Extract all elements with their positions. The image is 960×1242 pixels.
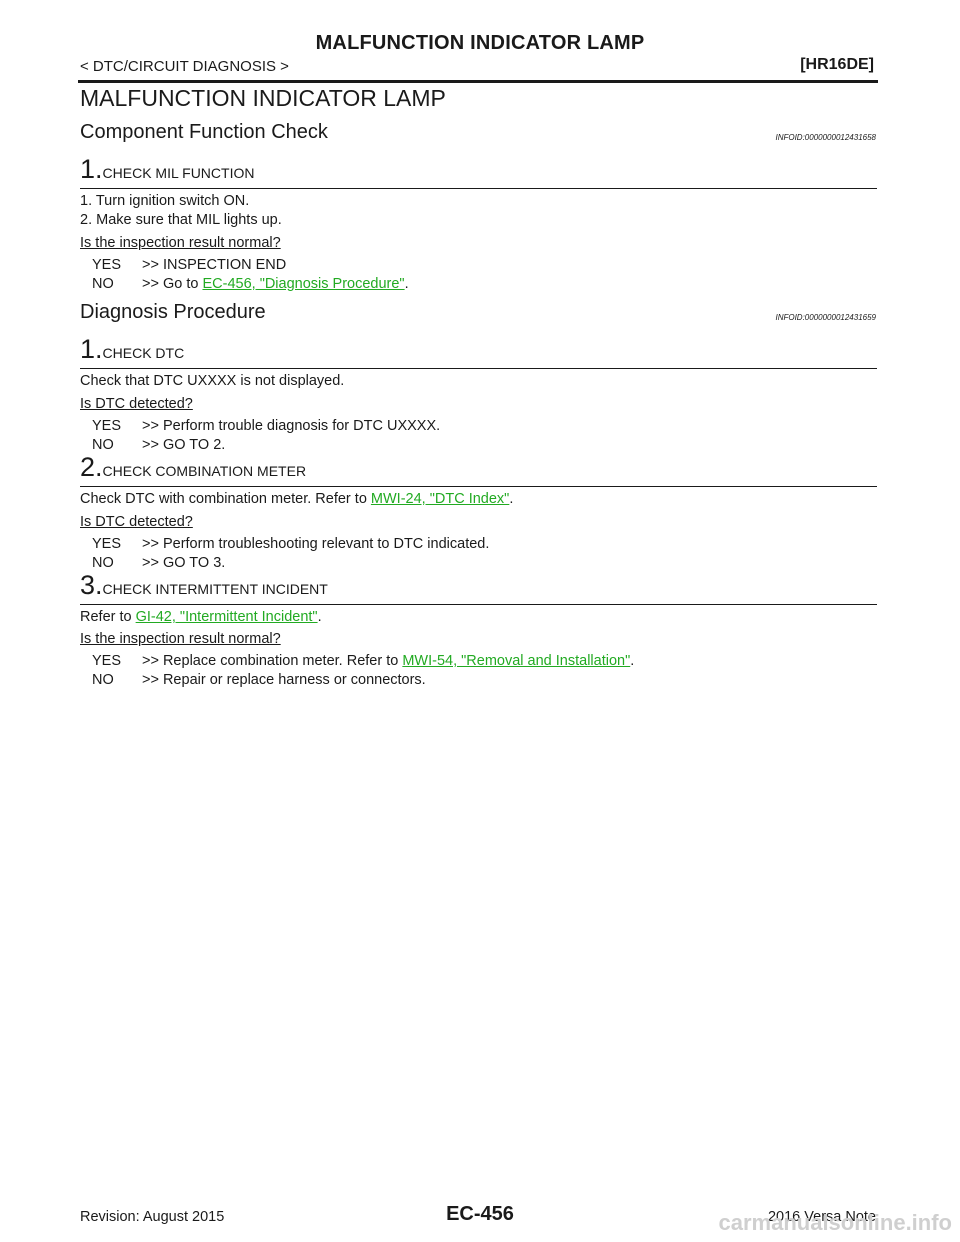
instruction-line: Check DTC with combination meter. Refer … bbox=[80, 491, 514, 507]
step-heading: 3.CHECK INTERMITTENT INCIDENT bbox=[80, 570, 328, 601]
engine-code: [HR16DE] bbox=[800, 56, 874, 73]
answer-text: >> Replace combination meter. Refer to bbox=[142, 653, 403, 669]
step-heading: 1.CHECK DTC bbox=[80, 334, 184, 365]
step-heading: 2.CHECK COMBINATION METER bbox=[80, 452, 306, 483]
answer-text: >> Perform trouble diagnosis for DTC UXX… bbox=[142, 418, 441, 434]
answer-label: NO bbox=[92, 555, 114, 571]
answer-text: >> GO TO 3. bbox=[142, 555, 226, 571]
step-heading: 1.CHECK MIL FUNCTION bbox=[80, 154, 254, 185]
answer-no: NO >> GO TO 2. bbox=[92, 437, 225, 453]
section-title-diagnosis-procedure: Diagnosis Procedure bbox=[80, 301, 266, 323]
step-number: 1. bbox=[80, 334, 103, 364]
answer-no: NO >> GO TO 3. bbox=[92, 555, 225, 571]
answer-text: >> Repair or replace harness or connecto… bbox=[142, 672, 426, 688]
answer-yes: YES >> Perform troubleshooting relevant t… bbox=[92, 536, 489, 552]
answer-text: >> Perform troubleshooting relevant to D… bbox=[142, 536, 490, 552]
infoid-label: INFOID:0000000012431659 bbox=[775, 313, 876, 322]
answer-label: YES bbox=[92, 536, 122, 552]
answer-yes: YES >> Replace combination meter. Refer t… bbox=[92, 653, 635, 669]
step-rule bbox=[80, 188, 877, 189]
answer-label: NO bbox=[92, 437, 114, 453]
answer-yes: YES >> INSPECTION END bbox=[92, 257, 286, 273]
instruction-line: 2. Make sure that MIL lights up. bbox=[80, 212, 282, 228]
step-title: CHECK INTERMITTENT INCIDENT bbox=[102, 581, 328, 597]
step-rule bbox=[80, 368, 877, 369]
instruction-line: Refer to GI-42, "Intermittent Incident". bbox=[80, 609, 322, 625]
link-mwi-24[interactable]: MWI-24, "DTC Index" bbox=[370, 491, 510, 507]
answer-yes: YES >> Perform trouble diagnosis for DTC … bbox=[92, 418, 440, 434]
section-title-component-function-check: Component Function Check bbox=[80, 121, 328, 143]
step-title: CHECK MIL FUNCTION bbox=[102, 165, 255, 181]
question-text: Is the inspection result normal? bbox=[80, 631, 281, 647]
answer-text: >> GO TO 2. bbox=[142, 437, 226, 453]
watermark: carmanualsonline.info bbox=[718, 1210, 953, 1235]
infoid-label: INFOID:0000000012431658 bbox=[775, 133, 876, 142]
instruction-line: 1. Turn ignition switch ON. bbox=[80, 193, 250, 209]
answer-label: YES bbox=[92, 418, 122, 434]
header-rule bbox=[78, 80, 878, 83]
answer-label: NO bbox=[92, 276, 114, 292]
instruction-line: Check that DTC UXXXX is not displayed. bbox=[80, 373, 345, 389]
page-code: EC-456 bbox=[446, 1203, 514, 1225]
step-title: CHECK DTC bbox=[102, 345, 185, 361]
answer-label: YES bbox=[92, 653, 122, 669]
step-rule bbox=[80, 604, 877, 605]
model-name: 2016 Versa Note bbox=[767, 1209, 876, 1225]
step-rule bbox=[80, 486, 877, 487]
answer-text: >> Go to bbox=[142, 276, 203, 292]
link-mwi-54[interactable]: MWI-54, "Removal and Installation" bbox=[402, 653, 631, 669]
question-text: Is DTC detected? bbox=[80, 396, 193, 412]
step-number: 3. bbox=[80, 570, 103, 600]
answer-label: NO bbox=[92, 672, 114, 688]
question-text: Is the inspection result normal? bbox=[80, 235, 281, 251]
step-number: 1. bbox=[80, 154, 103, 184]
step-number: 2. bbox=[80, 452, 103, 482]
revision-date: Revision: August 2015 bbox=[80, 1209, 225, 1225]
answer-label: YES bbox=[92, 257, 122, 273]
step-title: CHECK COMBINATION METER bbox=[102, 463, 307, 479]
question-text: Is DTC detected? bbox=[80, 514, 193, 530]
page-title: MALFUNCTION INDICATOR LAMP bbox=[80, 85, 446, 111]
answer-no: NO >> Go to EC-456, "Diagnosis Procedure"… bbox=[92, 276, 409, 292]
breadcrumb: < DTC/CIRCUIT DIAGNOSIS > bbox=[80, 58, 289, 75]
running-header-title: MALFUNCTION INDICATOR LAMP bbox=[315, 32, 645, 54]
link-gi-42[interactable]: GI-42, "Intermittent Incident" bbox=[135, 609, 318, 625]
answer-no: NO >> Repair or replace harness or connec… bbox=[92, 672, 426, 688]
link-ec-456[interactable]: EC-456, "Diagnosis Procedure" bbox=[202, 276, 405, 292]
answer-text: >> INSPECTION END bbox=[142, 257, 287, 273]
